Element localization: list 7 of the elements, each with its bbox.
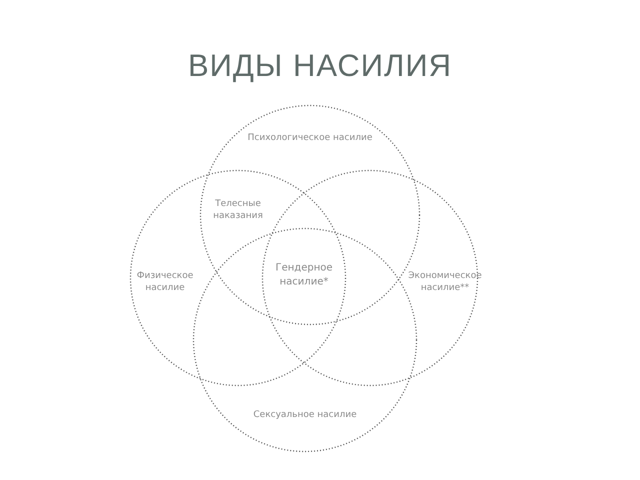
overlap-label: Гендерное насилие* <box>274 262 334 288</box>
title: ВИДЫ НАСИЛИЯ <box>186 48 454 84</box>
circle-label: Физическое насилие <box>136 270 194 294</box>
circle-label: Экономическое насилие** <box>407 270 483 294</box>
circle-label: Сексуальное насилие <box>252 408 358 422</box>
overlap-label: Телесные наказания <box>212 198 264 222</box>
circle-label: Психологическое насилие <box>246 132 374 144</box>
